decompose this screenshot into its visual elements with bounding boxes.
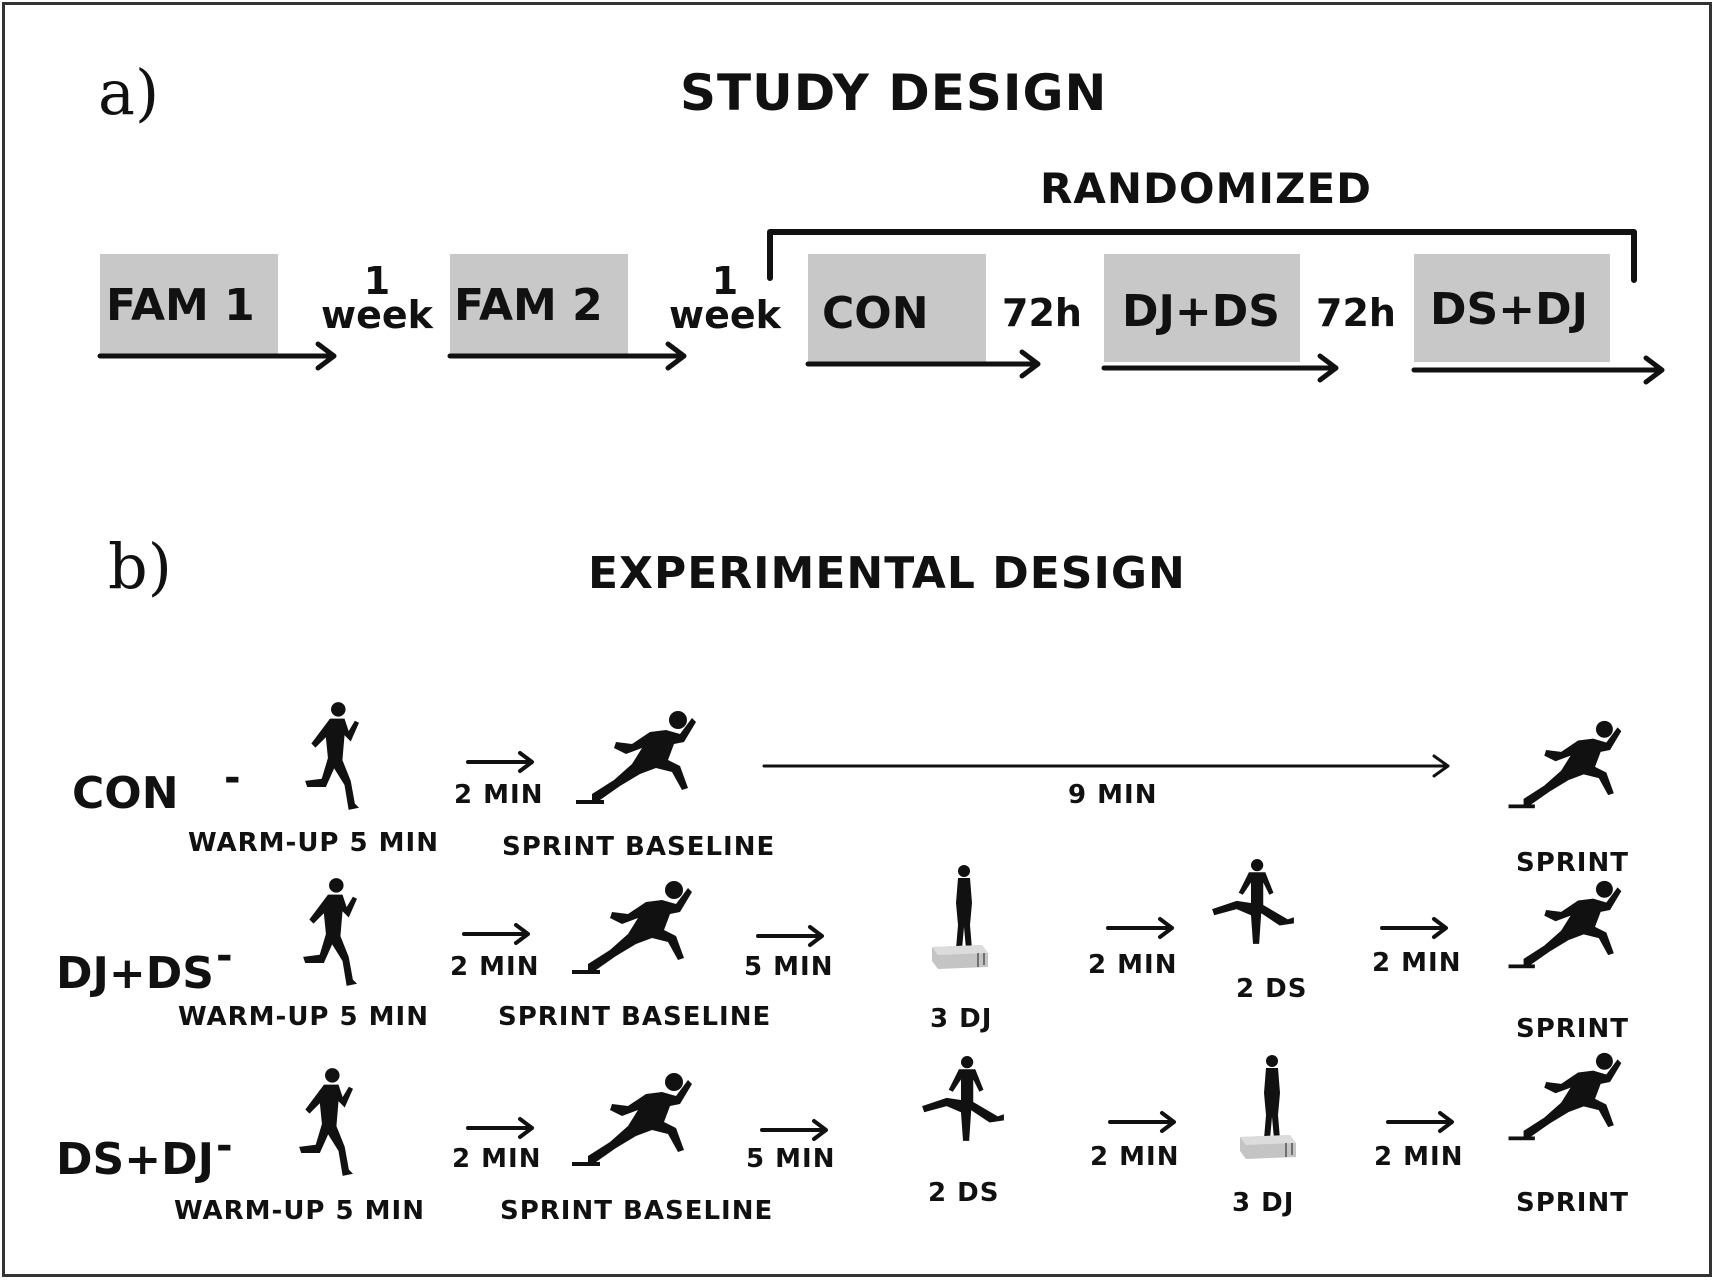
rest-arrow (462, 923, 530, 945)
randomized-label: RANDOMIZED (1040, 164, 1372, 213)
row-djds-step1: 3 DJ (930, 1004, 993, 1034)
study-design-title: STUDY DESIGN (680, 64, 1108, 122)
row-dsdj-dash: - (216, 1123, 233, 1169)
rest-arrow (760, 1119, 828, 1141)
row-djds-warmup: WARM-UP 5 MIN (178, 1002, 429, 1032)
gap-label-1: 1 week (312, 262, 442, 334)
timeline-arrow (447, 341, 687, 371)
session-box-fam2 (450, 254, 628, 354)
row-dsdj-step1: 2 DS (928, 1178, 1000, 1208)
row-dsdj-rest4: 2 MIN (1374, 1142, 1464, 1172)
row-djds-rest4: 2 MIN (1372, 948, 1462, 978)
session-box-fam1 (100, 254, 278, 354)
row-dsdj-label: DS+DJ (56, 1134, 214, 1185)
timeline-arrow (1101, 353, 1339, 383)
row-con-dash: - (224, 755, 241, 801)
session-label-dsdj: DS+DJ (1430, 284, 1588, 335)
session-box-dsdj (1414, 254, 1610, 362)
session-box-djds (1104, 254, 1300, 362)
row-con-warmup: WARM-UP 5 MIN (188, 828, 439, 858)
timeline-arrow (97, 341, 337, 371)
gap-2-bottom: week (669, 293, 781, 337)
gap-label-2: 1 week (660, 262, 790, 334)
gap-1-bottom: week (321, 293, 433, 337)
row-dsdj-baseline: SPRINT BASELINE (500, 1196, 774, 1226)
row-djds-rest1: 2 MIN (450, 952, 540, 982)
row-djds-final: SPRINT (1516, 1014, 1629, 1044)
gap-4-bottom: 72h (1316, 291, 1396, 335)
session-label-fam1: FAM 1 (106, 280, 255, 331)
rest-arrow (466, 751, 534, 773)
row-djds-rest2: 5 MIN (744, 952, 834, 982)
randomized-bracket (767, 229, 1637, 283)
row-djds-step2: 2 DS (1236, 974, 1308, 1004)
row-con-final: SPRINT (1516, 848, 1629, 878)
timeline-arrow (805, 349, 1041, 379)
rest-arrow (1108, 1111, 1176, 1133)
gap-1-top: 1 (363, 259, 391, 303)
rest-arrow (756, 925, 824, 947)
row-dsdj-step2: 3 DJ (1232, 1188, 1295, 1218)
session-label-djds: DJ+DS (1122, 286, 1280, 337)
gap-label-4: 72h (1306, 294, 1406, 332)
rest-arrow (1106, 917, 1174, 939)
panel-b-letter: b) (108, 530, 172, 603)
row-con-baseline: SPRINT BASELINE (502, 832, 776, 862)
session-label-con: CON (822, 288, 929, 339)
row-dsdj-warmup: WARM-UP 5 MIN (174, 1196, 425, 1226)
row-djds-baseline: SPRINT BASELINE (498, 1002, 772, 1032)
session-label-fam2: FAM 2 (454, 280, 603, 331)
session-box-con (808, 254, 986, 362)
timeline-arrow (1411, 355, 1665, 385)
row-djds-dash: - (216, 933, 233, 979)
row-con-rest1: 2 MIN (454, 780, 544, 810)
rest-arrow (1386, 1111, 1454, 1133)
row-dsdj-rest3: 2 MIN (1090, 1142, 1180, 1172)
gap-label-3: 72h (992, 294, 1092, 332)
row-djds-rest3: 2 MIN (1088, 950, 1178, 980)
panel-a-letter: a) (98, 56, 160, 129)
row-djds-label: DJ+DS (56, 948, 214, 999)
row-dsdj-rest2: 5 MIN (746, 1144, 836, 1174)
gap-2-top: 1 (711, 259, 739, 303)
row-con-label: CON (72, 768, 179, 819)
long-rest-arrow (762, 754, 1450, 778)
rest-arrow (1380, 917, 1448, 939)
rest-arrow (466, 1117, 534, 1139)
row-dsdj-rest1: 2 MIN (452, 1144, 542, 1174)
gap-3-bottom: 72h (1002, 291, 1082, 335)
experimental-design-title: EXPERIMENTAL DESIGN (588, 548, 1186, 599)
row-dsdj-final: SPRINT (1516, 1188, 1629, 1218)
row-con-long-rest: 9 MIN (1068, 780, 1158, 810)
